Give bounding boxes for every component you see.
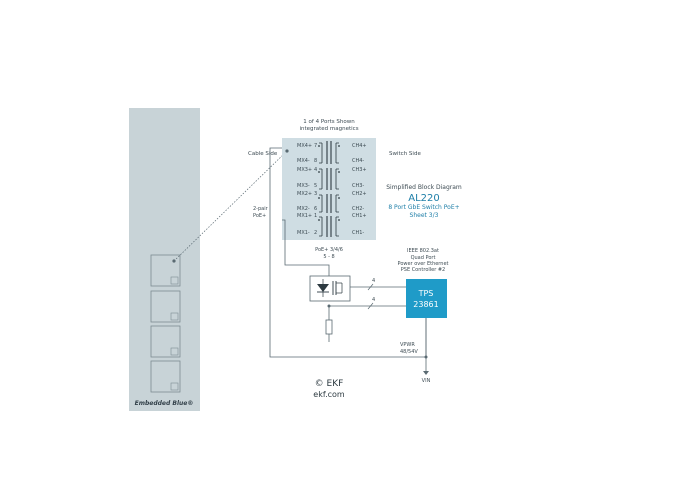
- poe-pins-label-1: PoE+ 3/4/6: [315, 247, 343, 253]
- pin-number: 1: [314, 213, 317, 219]
- switch-side-label: Switch Side: [389, 151, 421, 157]
- ch-label: CH1-: [352, 230, 364, 236]
- voltage-label: 48/54V: [400, 349, 418, 355]
- pin-number: 7: [314, 143, 317, 149]
- brand-copyright: © EKF: [315, 379, 344, 389]
- panel-label: Embedded Blue®: [135, 400, 194, 407]
- ch-label: CH3+: [352, 167, 367, 173]
- vpwr-label: VPWR: [400, 342, 415, 348]
- magnetics-dot: [285, 149, 289, 153]
- svg-text:Quad Port: Quad Port: [411, 255, 436, 261]
- model-title: AL220: [408, 193, 440, 204]
- mosfet-switch: [309, 275, 351, 302]
- pin-number: 5: [314, 183, 317, 189]
- sheet-number: Sheet 3/3: [410, 212, 439, 219]
- front-panel: [129, 108, 200, 411]
- ch-label: CH3-: [352, 183, 364, 189]
- polarity-dots: [318, 145, 340, 221]
- svg-text:Power over Ethernet: Power over Ethernet: [398, 261, 449, 267]
- rj45-port-2: [150, 290, 181, 323]
- brand-url: ekf.com: [313, 390, 345, 399]
- right-channel-labels: CH4+ CH4- CH3+ CH3- CH2+ CH2- CH1+ CH1-: [352, 143, 367, 236]
- vin-arrow-icon: [423, 371, 429, 375]
- pair-label-1: 2-pair: [253, 206, 269, 212]
- ch-label: CH2-: [352, 206, 364, 212]
- pin-label: MX1+: [297, 213, 312, 219]
- ch-label: CH2+: [352, 191, 367, 197]
- magnetics-block: [282, 138, 376, 240]
- bus-width-bottom: 4: [372, 297, 375, 303]
- bus-width-top: 4: [372, 278, 375, 284]
- svg-text:IEEE 802.3at: IEEE 802.3at: [407, 248, 439, 254]
- pin-label: MX3+: [297, 167, 312, 173]
- ieee-label: IEEE 802.3at Quad Port Power over Ethern…: [398, 248, 449, 273]
- pin-label: MX1-: [297, 230, 310, 236]
- svg-text:PSE Controller #2: PSE Controller #2: [401, 267, 446, 273]
- pin-number: 8: [314, 158, 317, 164]
- vin-label: VIN: [422, 378, 431, 384]
- pin-label: MX2+: [297, 191, 312, 197]
- leader-line: [173, 150, 288, 262]
- rj45-port-1: [150, 254, 181, 287]
- junction-dot: [424, 355, 428, 359]
- ch-label: CH4+: [352, 143, 367, 149]
- header-line-1: 1 of 4 Ports Shown: [303, 119, 355, 125]
- ch-label: CH1+: [352, 213, 367, 219]
- diagram-caption: Simplified Block Diagram: [386, 184, 462, 191]
- pin-number: 2: [314, 230, 317, 236]
- pin-label: MX4+: [297, 143, 312, 149]
- tps-chip: [406, 279, 447, 318]
- cable-side-label: Cable Side: [248, 151, 278, 157]
- pair-label-2: PoE+: [253, 213, 266, 219]
- chip-number: 23861: [413, 300, 438, 309]
- pin-label: MX2-: [297, 206, 310, 212]
- rj45-port-3: [150, 325, 181, 358]
- junction-dot: [327, 304, 331, 308]
- sense-resistor: [325, 319, 333, 335]
- chip-name: TPS: [418, 289, 434, 298]
- ch-label: CH4-: [352, 158, 364, 164]
- pin-label: MX4-: [297, 158, 310, 164]
- left-pin-labels: MX4+7 MX4- 8 MX3+4 MX3- 5 MX2+3 MX2- 6 MX1+…: [297, 143, 317, 236]
- bus-slashes: [367, 283, 374, 310]
- pin-number: 6: [314, 206, 317, 212]
- wires: [269, 147, 427, 372]
- pin-number: 4: [314, 167, 317, 173]
- model-subtitle: 8 Port GbE Switch PoE+: [388, 204, 459, 211]
- windings: [319, 142, 339, 237]
- rj45-port-4: [150, 360, 181, 393]
- pin-label: MX3-: [297, 183, 310, 189]
- pin-number: 3: [314, 191, 317, 197]
- header-line-2: integrated magnetics: [299, 126, 358, 132]
- transformer-cores: [326, 141, 332, 237]
- poe-pins-label-2: 5 - 8: [323, 254, 334, 260]
